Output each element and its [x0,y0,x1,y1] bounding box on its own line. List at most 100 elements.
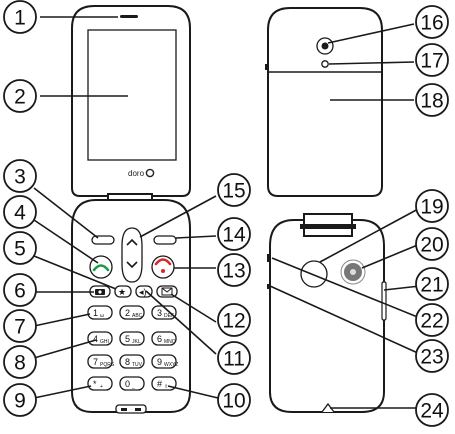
camera-lens-inner [321,42,329,50]
key-0[interactable]: 0_ [119,376,145,391]
key-hash[interactable]: #⇧ [151,376,177,391]
callout-20: 20 [415,227,449,261]
svg-text:18: 18 [420,90,443,113]
envelope-flap-icon [161,287,173,293]
camera-flash [321,60,329,68]
callout-8: 8 [3,345,37,379]
callout-2: 2 [3,79,37,113]
navigation-key[interactable] [121,227,143,283]
closed-phone [267,213,387,413]
speaker-key[interactable] [135,285,153,298]
callout-4: 4 [3,195,37,229]
brand-logo-mark [145,168,155,178]
closed-housing [269,219,385,413]
svg-text:PQRS: PQRS [100,362,115,368]
arrow-up-icon [126,238,138,246]
volume-buttons[interactable] [381,281,387,321]
svg-text:22: 22 [420,310,443,333]
svg-text:24: 24 [420,400,444,423]
headset-socket [267,254,270,262]
callout-21: 21 [415,267,449,301]
arrow-down-icon [126,261,138,269]
svg-text:ω: ω [100,313,104,319]
svg-text:8: 8 [125,357,130,367]
callout-22: 22 [415,303,449,337]
right-selection-key[interactable] [153,235,177,245]
callout-23: 23 [415,339,449,373]
svg-text:9: 9 [14,390,26,413]
battery-cover-notch [321,402,335,413]
callout-10: 10 [217,383,251,417]
svg-text:2: 2 [125,308,130,318]
end-handset-icon [154,258,172,266]
brand-logo: doro [128,169,145,178]
callouts: 1 2 3 4 5 6 7 8 9 10 11 12 13 14 15 16 1… [3,0,449,427]
svg-text:GHI: GHI [100,339,109,345]
callout-11: 11 [217,341,251,375]
earpiece [120,15,138,18]
display-screen [87,29,177,161]
svg-text:MNO: MNO [164,339,176,345]
svg-text:14: 14 [222,224,246,247]
svg-text:23: 23 [420,346,443,369]
back-phone [265,7,383,197]
key-star[interactable]: *+ [87,376,113,391]
svg-text:6: 6 [14,280,26,303]
left-selection-key[interactable] [91,235,115,245]
svg-text:DEF: DEF [164,313,174,319]
assistance-button[interactable] [300,260,328,288]
star-key[interactable] [114,285,132,298]
end-power-dot [161,269,165,273]
callout-3: 3 [3,159,37,193]
svg-text:9: 9 [157,357,162,367]
svg-text:6: 6 [157,334,162,344]
svg-text:*: * [93,379,97,389]
svg-text:4: 4 [14,202,26,225]
svg-text:8: 8 [14,352,26,375]
callout-13: 13 [217,253,251,287]
svg-text:13: 13 [222,260,245,283]
svg-text:#: # [157,379,162,389]
charging-socket-2 [135,408,141,411]
callout-14: 14 [217,217,251,251]
svg-text:16: 16 [420,12,443,35]
callout-19: 19 [415,189,449,223]
svg-text:12: 12 [222,310,245,333]
call-handset-icon [92,264,110,272]
svg-text:3: 3 [14,166,26,189]
callout-17: 17 [415,43,449,77]
callout-9: 9 [3,383,37,417]
svg-text:11: 11 [223,348,245,371]
svg-text:+: + [100,384,103,390]
svg-text:5: 5 [14,238,26,261]
svg-text:TUV: TUV [132,362,143,368]
svg-text:4: 4 [93,334,98,344]
svg-text:20: 20 [420,234,443,257]
svg-text:⇧: ⇧ [164,384,168,390]
svg-text:ABC: ABC [132,313,143,319]
svg-text:3: 3 [157,308,162,318]
callout-5: 5 [3,231,37,265]
svg-text:_: _ [131,384,135,390]
svg-text:19: 19 [420,196,443,219]
svg-text:21: 21 [420,274,443,297]
callout-16: 16 [415,5,449,39]
strap-hole [267,284,270,289]
svg-text:1: 1 [93,308,98,318]
svg-text:15: 15 [222,180,245,203]
svg-text:17: 17 [420,50,443,73]
speaker-icon: ◂) [139,287,147,297]
callout-15: 15 [217,173,251,207]
svg-text:5: 5 [125,334,130,344]
